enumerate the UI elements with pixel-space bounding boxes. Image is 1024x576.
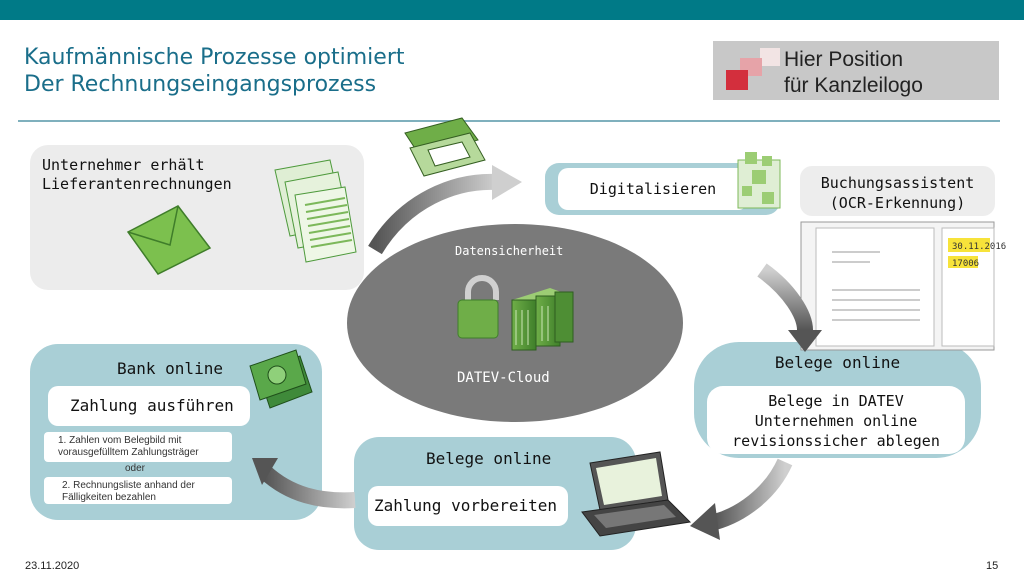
ocr-label: Buchungsassistent (OCR-Erkennung) <box>800 173 995 213</box>
page-number: 15 <box>986 560 999 572</box>
invoice-stack-icon <box>274 159 357 263</box>
option1-box <box>44 432 232 462</box>
server-icon <box>511 288 574 351</box>
ocr-panel <box>800 166 995 216</box>
option1-label: 1. Zahlen vom Belegbild mit vorausgefüll… <box>58 435 199 459</box>
option2-line-2: Fälligkeiten bezahlen <box>62 492 156 503</box>
title-line-2: Der Rechnungseingangsprozess <box>24 72 377 97</box>
laptop-icon <box>581 451 692 537</box>
digitize-label: Digitalisieren <box>589 180 717 198</box>
arrow-icon <box>492 165 522 200</box>
option2-label: 2. Rechnungsliste anhand der Fälligkeite… <box>62 480 195 504</box>
banknotes-icon <box>249 349 313 409</box>
archive-label-line-2: Unternehmen online <box>754 412 918 430</box>
arrow-icon <box>788 330 822 352</box>
archive-label-line-1: Belege in DATEV <box>768 392 904 410</box>
logo-text-line-1: Hier Position <box>784 48 904 71</box>
archive-box <box>707 386 965 454</box>
document-preview: 30.11.2016 17006 <box>800 221 1006 351</box>
ocr-label-line-1: Buchungsassistent <box>820 174 975 192</box>
option1-line-1: 1. Zahlen vom Belegbild mit <box>58 435 182 446</box>
arrow-icon <box>252 458 278 485</box>
belege-online-right-label: Belege online <box>774 353 901 372</box>
security-label: Datensicherheit <box>455 244 564 258</box>
ocr-label-line-2: (OCR-Erkennung) <box>829 194 966 212</box>
title-line-1: Kaufmännische Prozesse optimiert <box>24 45 405 70</box>
prepare-payment-label: Zahlung vorbereiten <box>374 496 558 515</box>
execute-payment-label: Zahlung ausführen <box>70 396 234 415</box>
padlock-icon <box>457 275 499 339</box>
invoices-label: Unternehmer erhält Lieferantenrechnungen <box>42 156 232 194</box>
header-divider <box>18 120 1000 122</box>
scanner-icon <box>404 117 486 177</box>
page-title: Kaufmännische Prozesse optimiert Der Rec… <box>24 44 405 98</box>
footer-date: 23.11.2020 <box>25 560 80 572</box>
cloud-label: DATEV-Cloud <box>457 370 550 386</box>
prepare-box <box>368 486 568 526</box>
option2-box <box>44 477 232 504</box>
logo-text-line-2: für Kanzleilogo <box>784 74 923 97</box>
envelope-icon <box>126 205 212 275</box>
option1-line-2: vorausgefülltem Zahlungsträger <box>58 447 199 458</box>
arrow-icon <box>690 503 720 540</box>
logo-text: Hier Position für Kanzleilogo <box>784 47 923 99</box>
archive-label-line-3: revisionssicher ablegen <box>732 432 940 450</box>
preview-date: 30.11.2016 <box>952 242 1006 252</box>
option2-line-1: 2. Rechnungsliste anhand der <box>62 480 195 491</box>
invoices-label-line-1: Unternehmer erhält <box>42 156 205 174</box>
option-or-label: oder <box>125 463 146 474</box>
digitize-label-box <box>558 168 748 210</box>
execute-payment-box <box>48 386 250 426</box>
bank-online-label: Bank online <box>117 359 223 378</box>
logo-squares-icon <box>726 48 780 90</box>
archive-label: Belege in DATEV Unternehmen online revis… <box>707 391 965 451</box>
invoices-label-line-2: Lieferantenrechnungen <box>42 175 232 193</box>
preview-number: 17006 <box>952 259 979 269</box>
document-scan-icon <box>737 152 781 209</box>
top-bar <box>0 0 1024 20</box>
belege-online-bottom-label: Belege online <box>426 449 552 468</box>
